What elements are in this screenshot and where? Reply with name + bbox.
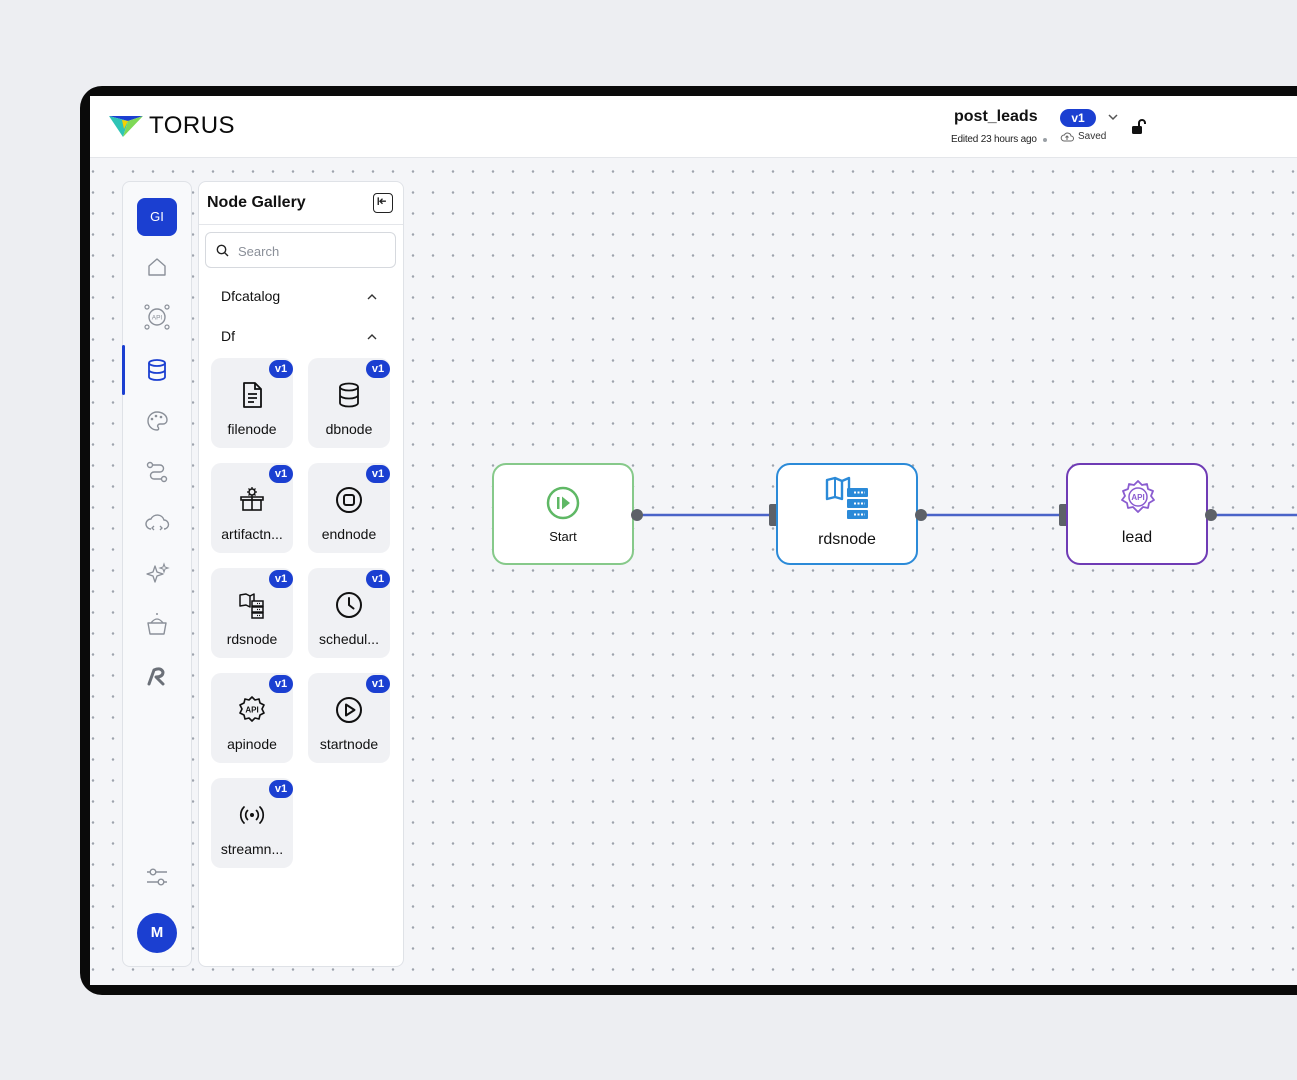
top-bar: TORUS post_leads Edited 23 hours ago v1 … bbox=[90, 96, 1297, 158]
torus-logo-icon bbox=[109, 116, 143, 137]
node-label: dbnode bbox=[325, 421, 373, 437]
rds-icon bbox=[825, 476, 868, 519]
gallery-node-schedulenode[interactable]: v1 schedul... bbox=[308, 568, 390, 658]
svg-text:API: API bbox=[1131, 493, 1144, 502]
canvas-node-rdsnode[interactable]: rdsnode bbox=[776, 463, 918, 565]
collapse-panel-button[interactable] bbox=[373, 193, 393, 213]
version-badge: v1 bbox=[269, 675, 293, 693]
rds-icon bbox=[239, 593, 264, 619]
node-label: Start bbox=[549, 529, 577, 544]
search-input[interactable] bbox=[236, 240, 390, 262]
version-badge: v1 bbox=[366, 360, 390, 378]
home-icon[interactable] bbox=[143, 253, 171, 281]
gallery-node-filenode[interactable]: v1 filenode bbox=[211, 358, 293, 448]
gallery-node-endnode[interactable]: v1 endnode bbox=[308, 463, 390, 553]
section-dfcatalog[interactable]: Dfcatalog bbox=[221, 288, 281, 304]
bucket-icon[interactable] bbox=[143, 611, 171, 639]
gallery-node-streamnode[interactable]: v1 streamn... bbox=[211, 778, 293, 868]
left-nav-rail: GI API bbox=[122, 181, 192, 967]
chevron-up-icon[interactable] bbox=[365, 330, 379, 344]
cloud-saved-icon bbox=[1060, 132, 1074, 142]
section-df[interactable]: Df bbox=[221, 328, 235, 344]
node-label: filenode bbox=[227, 421, 277, 437]
node-label: endnode bbox=[321, 526, 377, 542]
divider bbox=[199, 224, 403, 225]
svg-text:API: API bbox=[152, 315, 163, 322]
separator-dot bbox=[1043, 138, 1047, 142]
save-status: Saved bbox=[1078, 131, 1107, 142]
node-label: schedul... bbox=[319, 631, 379, 647]
logo-r-icon[interactable] bbox=[143, 662, 171, 690]
canvas-node-start[interactable]: Start bbox=[492, 463, 634, 565]
output-handle[interactable] bbox=[915, 509, 927, 521]
stop-icon bbox=[336, 487, 362, 513]
version-badge: v1 bbox=[366, 675, 390, 693]
active-indicator bbox=[122, 345, 125, 395]
gallery-node-dbnode[interactable]: v1 dbnode bbox=[308, 358, 390, 448]
version-badge: v1 bbox=[269, 465, 293, 483]
svg-text:API: API bbox=[245, 706, 258, 715]
workflow-name[interactable]: post_leads bbox=[954, 108, 1038, 125]
gallery-node-rdsnode[interactable]: v1 rdsnode bbox=[211, 568, 293, 658]
palette-icon[interactable] bbox=[143, 407, 171, 435]
workspace-avatar[interactable]: GI bbox=[137, 198, 177, 236]
node-label: artifactn... bbox=[221, 526, 283, 542]
clock-icon bbox=[336, 592, 362, 618]
node-label: apinode bbox=[227, 736, 277, 752]
search-icon bbox=[216, 244, 229, 257]
version-badge: v1 bbox=[269, 570, 293, 588]
gallery-node-startnode[interactable]: v1 startnode bbox=[308, 673, 390, 763]
api-gear-icon: API bbox=[239, 696, 265, 722]
output-handle[interactable] bbox=[1205, 509, 1217, 521]
sliders-icon[interactable] bbox=[143, 863, 171, 891]
artifact-icon bbox=[240, 487, 264, 511]
input-handle[interactable] bbox=[769, 504, 779, 526]
node-label: rdsnode bbox=[818, 531, 876, 548]
cloud-code-icon[interactable] bbox=[143, 509, 171, 537]
brand-name: TORUS bbox=[149, 112, 236, 139]
canvas-node-lead[interactable]: API lead bbox=[1066, 463, 1208, 565]
play-icon bbox=[336, 697, 362, 723]
version-badge: v1 bbox=[366, 570, 390, 588]
api-icon[interactable]: API bbox=[143, 303, 171, 331]
route-icon[interactable] bbox=[143, 458, 171, 486]
play-icon bbox=[546, 486, 580, 520]
version-badge: v1 bbox=[269, 360, 293, 378]
chevron-up-icon[interactable] bbox=[365, 290, 379, 304]
version-badge: v1 bbox=[269, 780, 293, 798]
file-icon bbox=[243, 382, 262, 408]
api-gear-icon: API bbox=[1121, 480, 1155, 513]
collapse-left-icon bbox=[377, 197, 386, 206]
gallery-title: Node Gallery bbox=[207, 194, 306, 211]
search-box[interactable] bbox=[205, 232, 396, 268]
version-badge[interactable]: v1 bbox=[1060, 109, 1096, 127]
unlock-icon[interactable] bbox=[1130, 118, 1148, 136]
broadcast-icon bbox=[239, 806, 265, 824]
database-icon bbox=[339, 382, 359, 408]
output-handle[interactable] bbox=[631, 509, 643, 521]
app-window: TORUS post_leads Edited 23 hours ago v1 … bbox=[90, 96, 1297, 985]
node-label: lead bbox=[1121, 529, 1153, 546]
database-icon[interactable] bbox=[143, 356, 171, 384]
node-label: streamn... bbox=[220, 841, 284, 857]
version-badge: v1 bbox=[366, 465, 390, 483]
input-handle[interactable] bbox=[1059, 504, 1069, 526]
user-avatar[interactable]: M bbox=[137, 913, 177, 953]
node-label: startnode bbox=[319, 736, 379, 752]
gallery-node-artifactnode[interactable]: v1 artifactn... bbox=[211, 463, 293, 553]
sparkles-icon[interactable] bbox=[143, 560, 171, 588]
node-gallery-panel: Node Gallery Dfcatalog Df v1 bbox=[198, 181, 404, 967]
chevron-down-icon[interactable] bbox=[1106, 110, 1120, 124]
edited-timestamp: Edited 23 hours ago bbox=[951, 134, 1037, 145]
node-label: rdsnode bbox=[226, 631, 278, 647]
gallery-node-apinode[interactable]: v1 API apinode bbox=[211, 673, 293, 763]
